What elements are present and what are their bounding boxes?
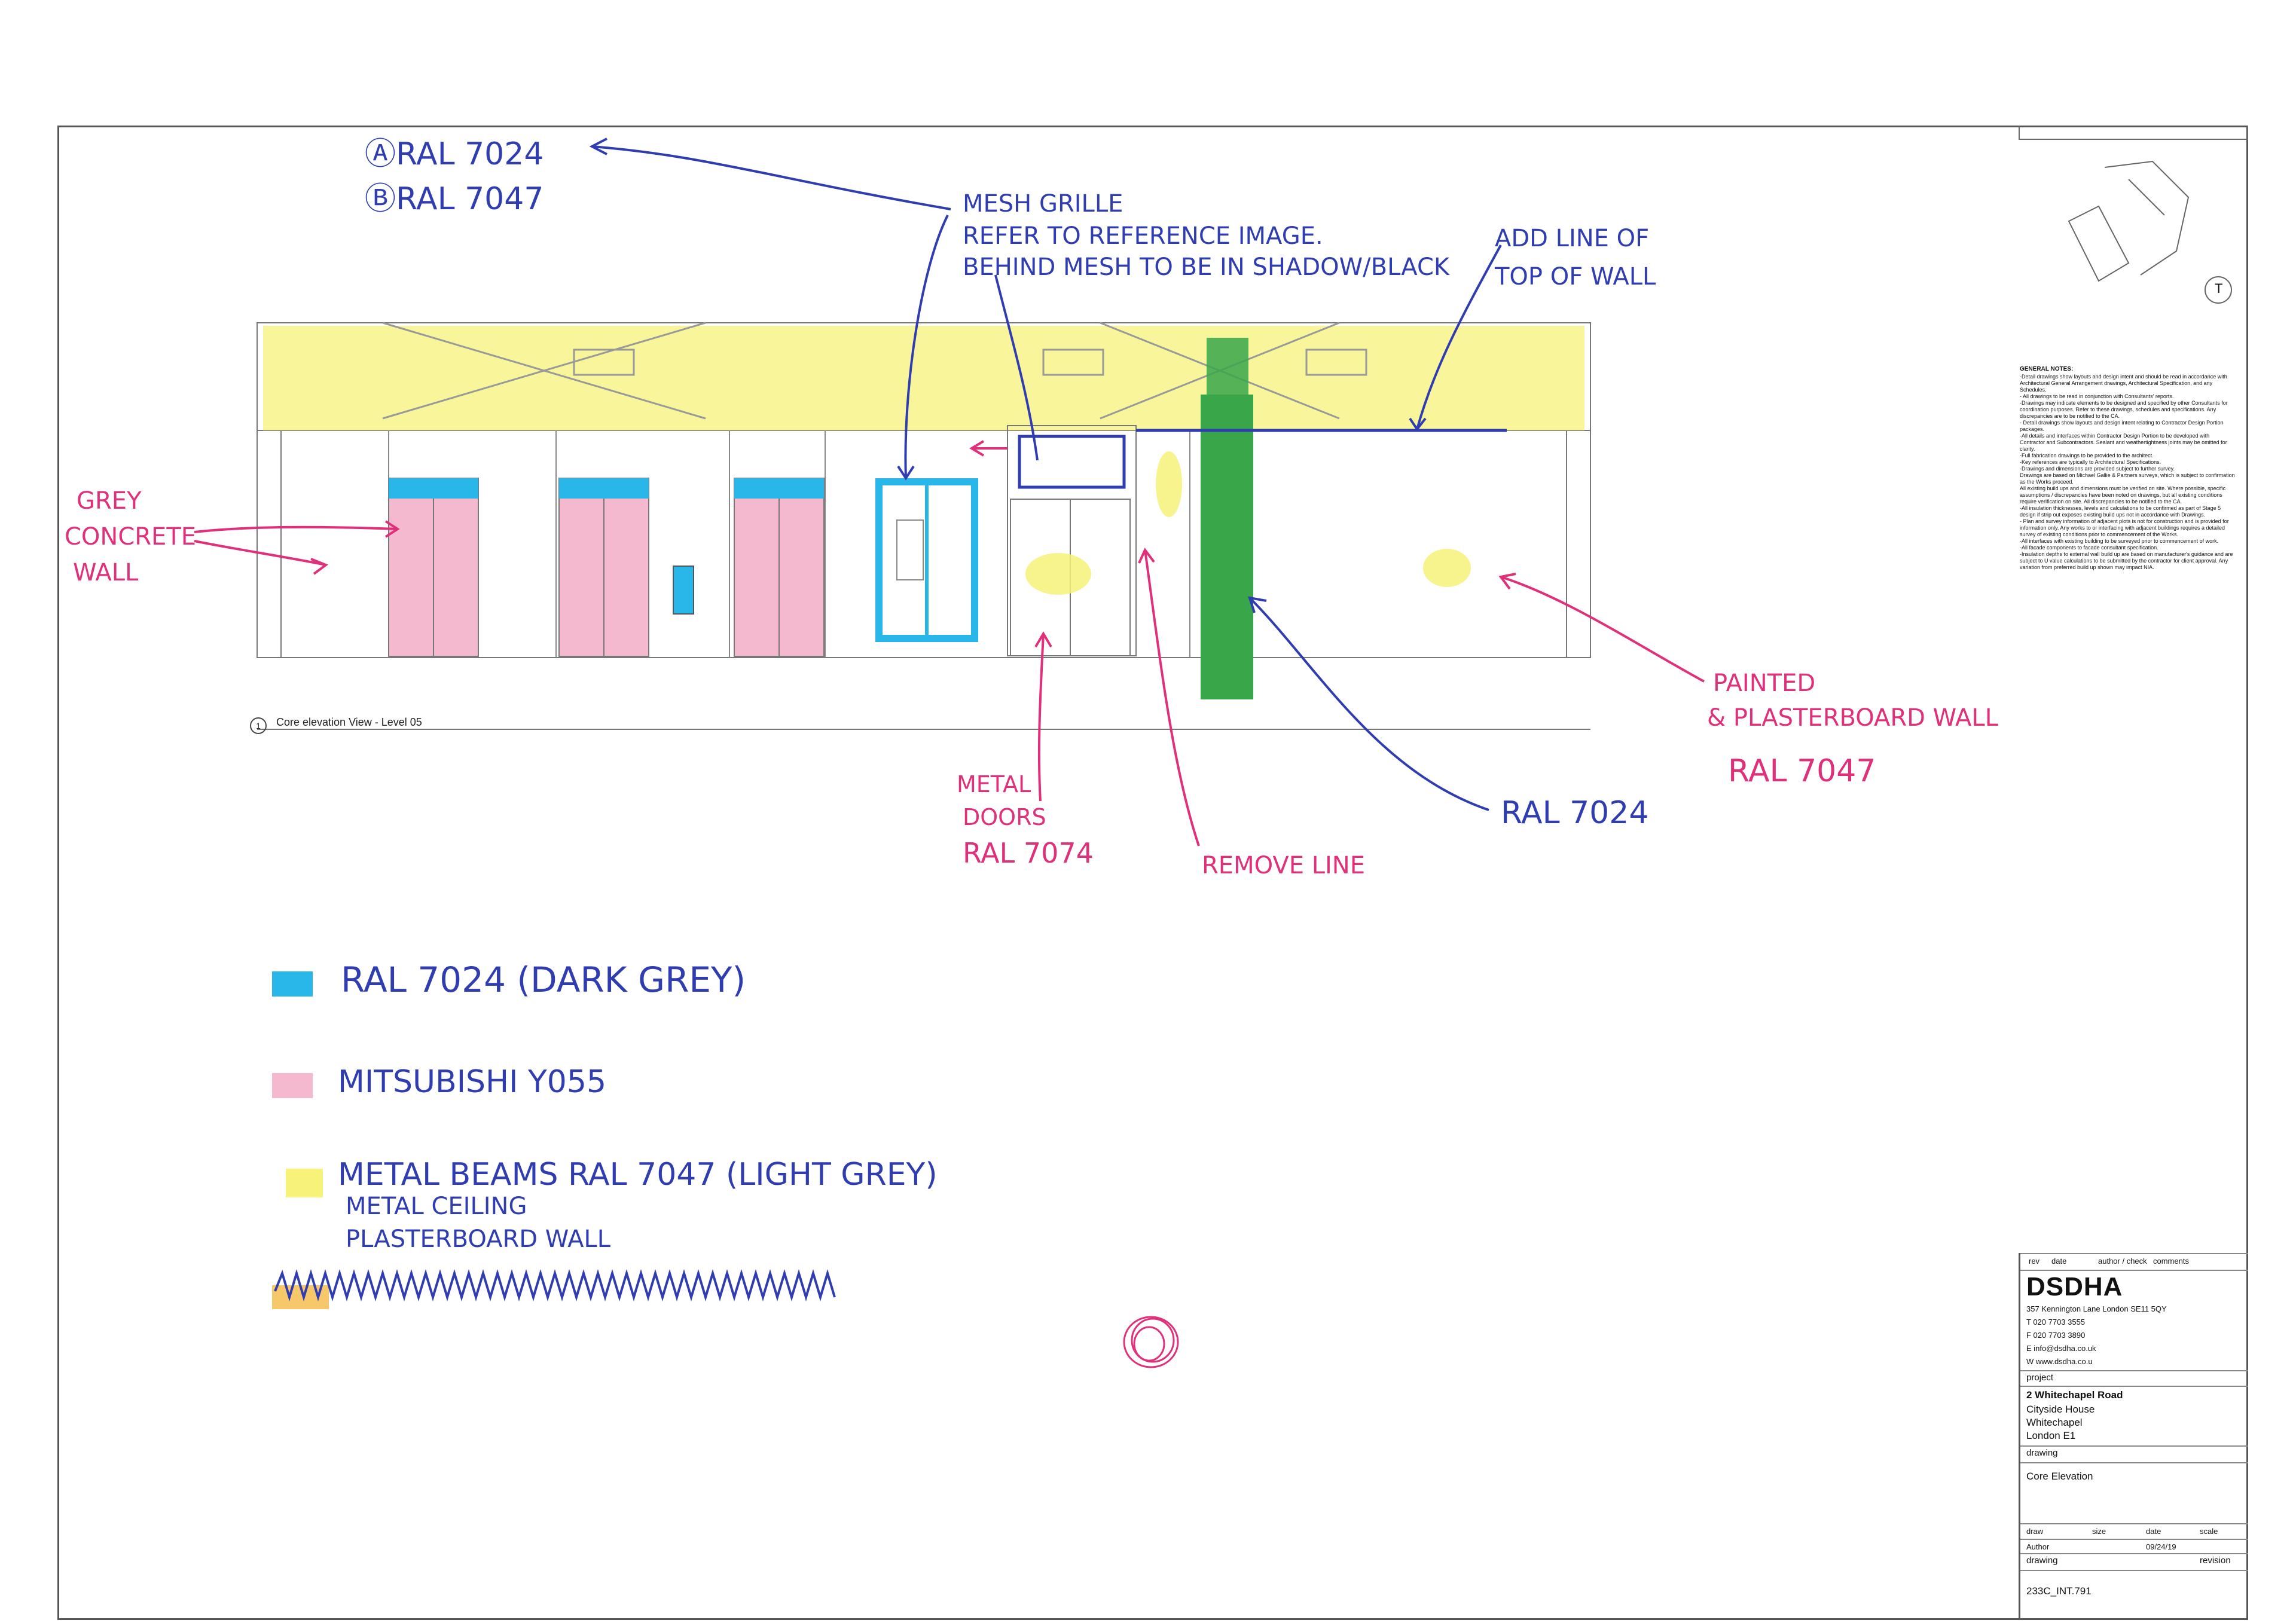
tb-date-header: date <box>2051 1257 2067 1266</box>
lift-doors <box>388 478 825 657</box>
swatch-light-grey <box>286 1169 323 1197</box>
note-concrete-2: CONCRETE <box>65 523 197 551</box>
column <box>1201 338 1253 699</box>
project-address-2: Whitechapel <box>2026 1417 2083 1428</box>
drawing-no-label: drawing <box>2026 1555 2058 1566</box>
north-circle <box>2205 276 2232 304</box>
north-mark: T <box>2215 281 2223 296</box>
glazed-door <box>875 478 978 642</box>
firm-address: 357 Kennington Lane London SE11 5QY <box>2026 1304 2167 1313</box>
note-ral-a: ⒶRAL 7024 <box>365 136 544 172</box>
paint-dabs <box>1025 451 1471 595</box>
note-concrete-3: WALL <box>73 559 139 586</box>
firm-logo: DSDHA <box>2026 1272 2123 1301</box>
legend-scribble <box>274 1269 836 1301</box>
general-notes-text: -Detail drawings show layouts and design… <box>2020 374 2235 570</box>
general-notes: GENERAL NOTES: -Detail drawings show lay… <box>2020 366 2235 571</box>
drawing-label: drawing <box>2026 1448 2058 1458</box>
legend-label-dark-grey: RAL 7024 (DARK GREY) <box>341 959 746 1000</box>
note-addline-2: TOP OF WALL <box>1495 263 1656 291</box>
note-painted-2: & PLASTERBOARD WALL <box>1707 704 1998 732</box>
legend-label-plasterboard: PLASTERBOARD WALL <box>346 1225 611 1253</box>
wall-panels <box>388 430 1190 658</box>
leader-lines-blue <box>589 137 1502 811</box>
note-concrete-1: GREY <box>77 487 142 515</box>
key-plan <box>2068 160 2190 282</box>
view-ref-bubble: 1 <box>250 717 267 734</box>
tb-comments-header: comments <box>2153 1257 2189 1266</box>
key-plan-box <box>2019 126 2248 140</box>
ceiling-highlight <box>263 326 1584 430</box>
note-mesh-1: MESH GRILLE <box>963 190 1123 218</box>
date-value: 09/24/19 <box>2146 1542 2176 1551</box>
metal-doors <box>1007 425 1137 656</box>
tb-rev-header: rev <box>2029 1257 2040 1266</box>
legend-label-metal-beams: METAL BEAMS RAL 7047 (LIGHT GREY) <box>338 1157 938 1193</box>
project-name: 2 Whitechapel Road <box>2026 1389 2123 1401</box>
title-block: rev date author / check comments DSDHA 3… <box>2019 1253 2248 1620</box>
firm-fax: F 020 7703 3890 <box>2026 1331 2086 1340</box>
view-caption: Core elevation View - Level 05 <box>276 716 422 728</box>
project-address-3: London E1 <box>2026 1430 2076 1441</box>
author-value: Author <box>2026 1542 2050 1551</box>
legend-label-metal-ceiling: METAL CEILING <box>346 1193 527 1220</box>
drawing-number: 233C_INT.791 <box>2026 1585 2092 1597</box>
note-addline-1: ADD LINE OF <box>1495 225 1650 252</box>
note-ral7024: RAL 7024 <box>1501 795 1649 831</box>
revision-label: revision <box>2200 1555 2231 1566</box>
general-notes-heading: GENERAL NOTES: <box>2020 366 2074 372</box>
note-painted-3: RAL 7047 <box>1728 753 1876 789</box>
note-metal-3: RAL 7074 <box>963 837 1094 869</box>
note-remove-line: REMOVE LINE <box>1202 852 1365 879</box>
legend-label-mitsubishi: MITSUBISHI Y055 <box>338 1064 607 1100</box>
note-mesh-3: BEHIND MESH TO BE IN SHADOW/BLACK <box>963 253 1450 281</box>
firm-tel: T 020 7703 3555 <box>2026 1318 2086 1326</box>
size-label: size <box>2092 1527 2106 1536</box>
firm-email: E info@dsdha.co.uk <box>2026 1344 2096 1353</box>
tb-author-header: author / check <box>2098 1257 2147 1266</box>
pink-doodle <box>1123 1316 1179 1368</box>
draw-label: draw <box>2026 1527 2044 1536</box>
swatch-mitsubishi <box>272 1073 313 1098</box>
firm-web: W www.dsdha.co.u <box>2026 1357 2093 1366</box>
legend-swatches <box>272 971 329 1309</box>
note-mesh-2: REFER TO REFERENCE IMAGE. <box>963 222 1323 250</box>
drawing-name: Core Elevation <box>2026 1471 2093 1482</box>
swatch-dark-grey <box>272 971 313 997</box>
date-label: date <box>2146 1527 2161 1536</box>
wall-panel-small <box>673 566 694 615</box>
note-metal-2: DOORS <box>963 804 1046 830</box>
note-metal-1: METAL <box>957 771 1031 797</box>
project-address-1: Cityside House <box>2026 1404 2095 1415</box>
scale-label: scale <box>2200 1527 2218 1536</box>
drawing-frame <box>57 126 2248 1620</box>
note-ral-b: ⒷRAL 7047 <box>365 181 544 217</box>
note-painted-1: PAINTED <box>1713 670 1816 697</box>
project-label: project <box>2026 1373 2054 1383</box>
leader-lines-pink <box>194 440 1705 846</box>
mesh-grille <box>1018 435 1126 489</box>
